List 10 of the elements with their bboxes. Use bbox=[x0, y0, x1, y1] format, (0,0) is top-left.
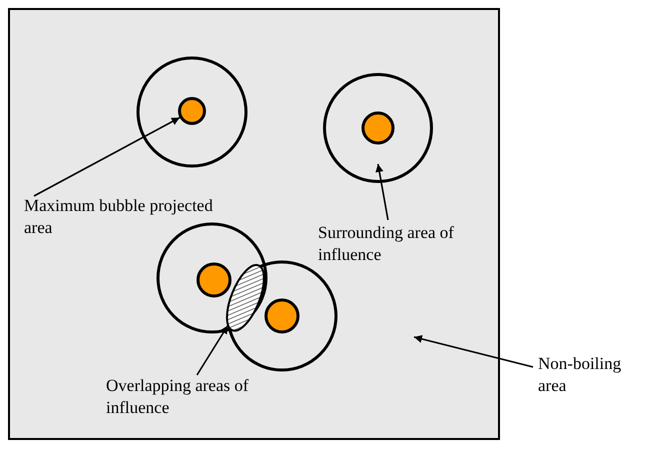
leader-line bbox=[375, 164, 389, 220]
leader-line bbox=[34, 116, 180, 197]
influence-ring bbox=[323, 73, 433, 183]
callout-text: Overlapping areas of influence bbox=[106, 375, 306, 419]
overlap-region bbox=[224, 263, 266, 333]
leader-line bbox=[414, 335, 534, 368]
callout-text: Maximum bubble projected area bbox=[24, 195, 214, 239]
callout-text: Non-boiling area bbox=[538, 353, 648, 397]
leader-line bbox=[196, 325, 228, 376]
callout-text: Surrounding area of influence bbox=[318, 222, 508, 266]
